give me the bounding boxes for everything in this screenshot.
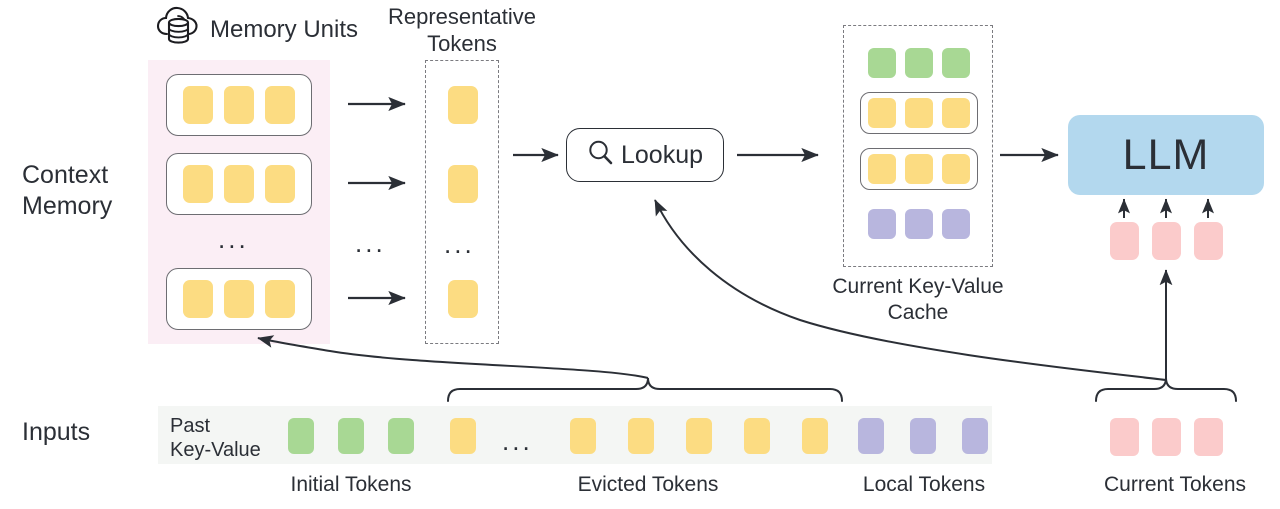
input-token-local <box>962 418 988 454</box>
initial-tokens-caption: Initial Tokens <box>290 473 412 496</box>
representative-token <box>448 165 478 203</box>
lookup-button[interactable]: Lookup <box>566 128 724 182</box>
current-token <box>1194 418 1223 456</box>
representative-token <box>448 280 478 318</box>
kv-token <box>942 209 970 239</box>
current-token <box>1152 418 1181 456</box>
kv-cache-row <box>860 148 978 190</box>
llm-label: LLM <box>1122 130 1210 179</box>
inputs-row-label: Inputs <box>22 418 91 446</box>
memory-unit[interactable] <box>166 74 312 136</box>
input-token-evicted <box>450 418 476 454</box>
llm-box[interactable]: LLM <box>1068 115 1264 195</box>
llm-input-token <box>1194 222 1223 260</box>
memory-token <box>265 165 295 203</box>
current-token <box>1110 418 1139 456</box>
input-token-evicted <box>686 418 712 454</box>
memory-units-header: Memory Units <box>156 6 358 53</box>
lookup-label: Lookup <box>620 140 704 169</box>
memory-token <box>183 165 213 203</box>
kv-token <box>868 48 896 78</box>
memory-to-representative-arrows <box>348 96 406 306</box>
kv-token <box>942 98 970 128</box>
kv-cache-caption: Current Key-Value Cache <box>832 275 1004 324</box>
memory-token <box>224 86 254 124</box>
memory-token <box>224 280 254 318</box>
input-token-initial <box>388 418 414 454</box>
input-token-evicted <box>802 418 828 454</box>
search-icon <box>587 139 614 171</box>
llm-input-token <box>1110 222 1139 260</box>
current-tokens-brace <box>1095 377 1237 402</box>
local-tokens-caption: Local Tokens <box>862 473 986 496</box>
current-tokens-to-llm-arrows <box>1118 198 1214 218</box>
kv-token <box>942 154 970 184</box>
memory-token <box>183 280 213 318</box>
arrow-column-ellipsis: ... <box>355 228 386 258</box>
kv-token <box>942 48 970 78</box>
evicted-tokens-caption: Evicted Tokens <box>577 473 719 496</box>
input-token-local <box>910 418 936 454</box>
kv-token <box>905 48 933 78</box>
cloud-database-icon <box>156 6 202 53</box>
memory-unit[interactable] <box>166 153 312 215</box>
input-token-evicted <box>744 418 770 454</box>
input-token-evicted <box>570 418 596 454</box>
kv-cache-row <box>860 203 978 245</box>
evicted-tokens-brace <box>447 377 843 402</box>
input-token-initial <box>288 418 314 454</box>
memory-token <box>265 280 295 318</box>
memory-token <box>265 86 295 124</box>
kv-token <box>868 98 896 128</box>
context-memory-row-label: Context Memory <box>22 161 113 220</box>
memory-units-ellipsis: ... <box>218 224 249 254</box>
memory-token <box>183 86 213 124</box>
kv-token <box>905 209 933 239</box>
current-kv-cache-box <box>843 25 993 267</box>
past-key-value-label: Past Key-Value <box>170 415 261 461</box>
kv-cache-row <box>860 42 978 84</box>
representative-tokens-label: Representative Tokens <box>388 4 536 56</box>
input-token-evicted <box>628 418 654 454</box>
memory-unit[interactable] <box>166 268 312 330</box>
context-memory-panel: ... <box>148 60 330 344</box>
memory-units-label: Memory Units <box>210 15 359 43</box>
kv-token <box>868 154 896 184</box>
kv-token <box>905 154 933 184</box>
kv-token <box>905 98 933 128</box>
representative-tokens-ellipsis: ... <box>444 229 475 259</box>
kv-token <box>868 209 896 239</box>
kv-cache-row <box>860 92 978 134</box>
input-token-initial <box>338 418 364 454</box>
llm-input-token <box>1152 222 1181 260</box>
representative-token <box>448 86 478 124</box>
current-tokens-caption: Current Tokens <box>1103 473 1247 496</box>
memory-token <box>224 165 254 203</box>
evicted-to-context-memory-arrow <box>257 335 649 379</box>
input-token-local <box>858 418 884 454</box>
representative-tokens-box: ... <box>425 60 499 344</box>
inputs-ellipsis: ... <box>502 426 533 456</box>
